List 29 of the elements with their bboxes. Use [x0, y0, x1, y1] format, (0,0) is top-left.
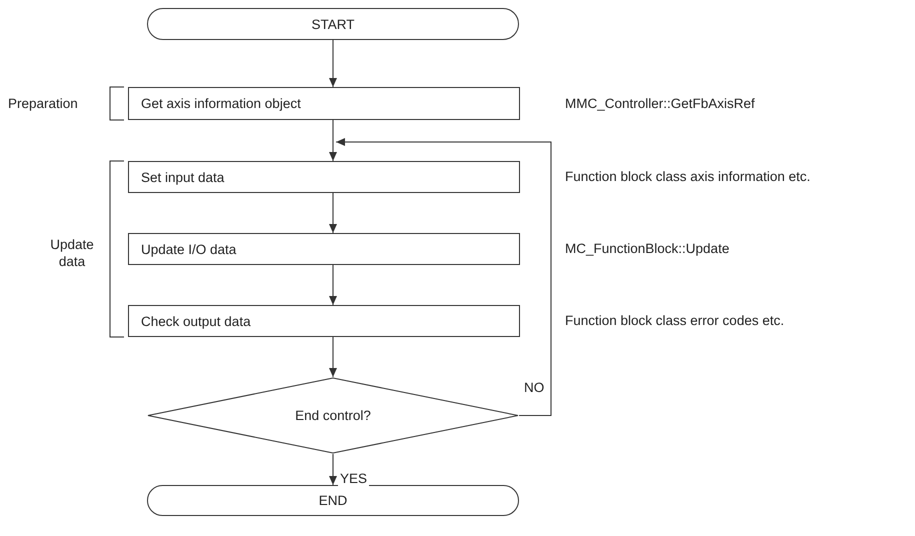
arrow — [329, 192, 337, 234]
group-label: Update data — [49, 236, 95, 270]
edge-label: NO — [522, 380, 546, 395]
function-note: Function block class axis information etc. — [565, 169, 810, 184]
function-note: Function block class error codes etc. — [565, 313, 784, 328]
arrow — [329, 336, 337, 378]
process-box — [128, 305, 520, 337]
arrow — [336, 138, 552, 416]
arrow — [329, 264, 337, 306]
function-note: MC_FunctionBlock::Update — [565, 241, 730, 256]
edge-label: YES — [338, 471, 370, 486]
node-text: START — [311, 16, 354, 32]
arrow — [329, 454, 337, 486]
function-note: MMC_Controller::GetFbAxisRef — [565, 96, 755, 110]
terminator-shape — [147, 8, 519, 40]
process-box — [128, 87, 520, 120]
node-text: Check output data — [141, 314, 251, 328]
terminator-shape — [147, 485, 519, 516]
node-text: Get axis information object — [141, 96, 301, 111]
process-box — [128, 161, 520, 193]
node-text: Update I/O data — [141, 242, 236, 256]
arrow — [329, 40, 337, 88]
node-text: END — [318, 493, 348, 508]
node-text: End control? — [295, 408, 371, 423]
decision-diamond — [147, 377, 519, 454]
process-box — [128, 233, 520, 265]
arrow — [329, 120, 337, 162]
node-text: Set input data — [141, 170, 224, 184]
group-label: Preparation — [8, 95, 78, 112]
